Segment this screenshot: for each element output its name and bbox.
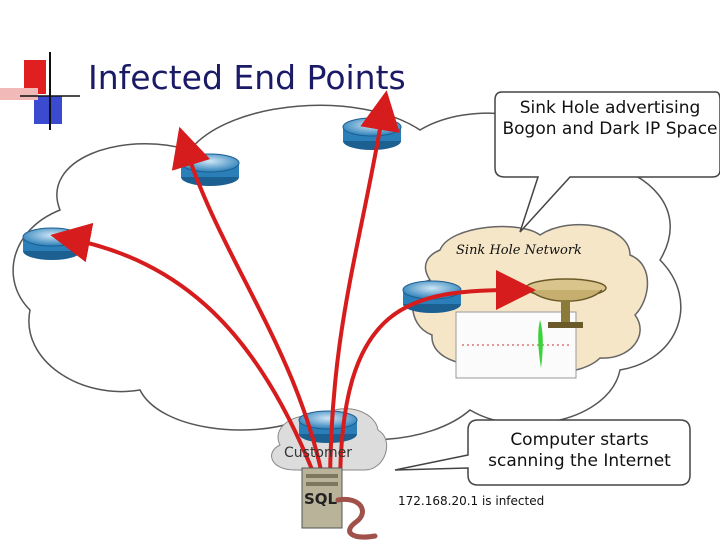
title-decoration	[0, 52, 80, 130]
server-icon	[301, 467, 343, 529]
server-label: SQL	[304, 490, 338, 508]
slide-title: Infected End Points	[88, 58, 406, 97]
router-icon	[342, 117, 402, 150]
scan-arrows	[50, 90, 536, 491]
customer-label: Customer	[284, 445, 353, 461]
sinkhole-network-label: Sink Hole Network	[456, 243, 582, 258]
monitor-chart-icon	[455, 311, 577, 379]
callout-computer-bubble	[394, 419, 691, 486]
arrow-to-left-router	[50, 222, 322, 491]
router-icon	[22, 227, 82, 260]
arrow-to-top-router	[328, 90, 400, 491]
sinkhole-dish-icon	[525, 278, 607, 328]
callout-computer-text: Computer starts scanning the Internet	[488, 430, 671, 471]
arrow-to-sinkhole	[338, 270, 536, 491]
callout-sinkhole-text: Sink Hole advertising Bogon and Dark IP …	[502, 98, 718, 139]
arrow-to-upper-left-router	[171, 126, 327, 491]
infected-note: 172.168.20.1 is infected	[398, 494, 545, 508]
worm-icon	[335, 496, 378, 540]
